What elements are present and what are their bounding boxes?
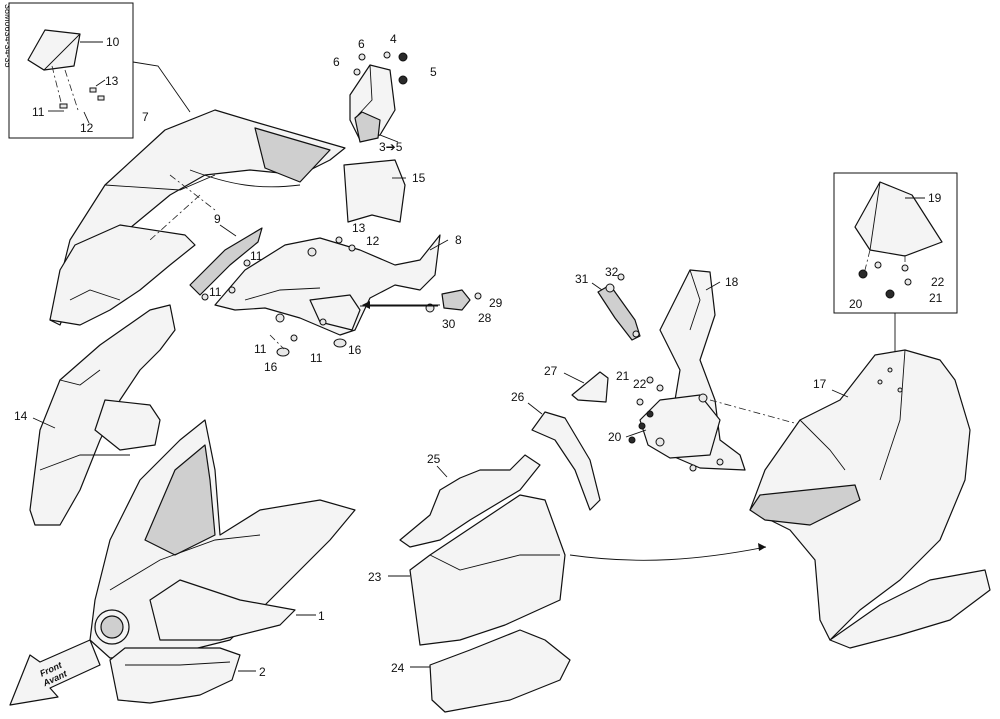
label-part-25: 25 bbox=[427, 452, 441, 466]
part-26-strip bbox=[527, 402, 601, 511]
part-9-grille bbox=[189, 224, 263, 296]
label-part-13b: 13 bbox=[352, 221, 366, 235]
label-part-6b: 6 bbox=[333, 55, 340, 69]
part-3-bracket-assembly bbox=[349, 51, 408, 143]
label-part-27: 27 bbox=[544, 364, 558, 378]
label-part-16a: 16 bbox=[264, 360, 278, 374]
part-labels: 10 13 11 12 7 6 6 4 5 3➔5 15 9 13 12 8 1… bbox=[14, 32, 945, 679]
label-part-23: 23 bbox=[368, 570, 382, 584]
part-24-lower-cover bbox=[410, 629, 571, 713]
part-15-panel bbox=[343, 159, 406, 223]
inset-right bbox=[833, 172, 958, 314]
part-1-front-fairing bbox=[89, 419, 356, 659]
part-14-side-panel bbox=[29, 304, 176, 526]
label-part-8: 8 bbox=[455, 233, 462, 247]
label-part-32: 32 bbox=[605, 265, 619, 279]
label-part-20a: 20 bbox=[608, 430, 622, 444]
label-part-21b: 21 bbox=[929, 291, 943, 305]
label-part-20b: 20 bbox=[849, 297, 863, 311]
reference-code: 38M0634-34-35 bbox=[3, 4, 13, 68]
part-7-upper-fairing bbox=[49, 109, 346, 326]
label-part-30: 30 bbox=[442, 317, 456, 331]
label-part-28: 28 bbox=[478, 311, 492, 325]
label-part-31: 31 bbox=[575, 272, 589, 286]
label-part-26: 26 bbox=[511, 390, 525, 404]
label-part-16b: 16 bbox=[348, 343, 362, 357]
label-part-9: 9 bbox=[214, 212, 221, 226]
label-part-29: 29 bbox=[489, 296, 503, 310]
label-part-11: 11 bbox=[32, 105, 45, 119]
label-part-12b: 12 bbox=[366, 234, 380, 248]
part-31-strap bbox=[591, 273, 641, 341]
label-part-15: 15 bbox=[412, 171, 426, 185]
label-part-21a: 21 bbox=[616, 369, 630, 383]
inset-top-left bbox=[8, 2, 134, 139]
inset-leader bbox=[132, 61, 191, 113]
label-part-3-5: 3➔5 bbox=[379, 140, 403, 154]
label-part-18: 18 bbox=[725, 275, 739, 289]
small-hardware bbox=[201, 236, 356, 357]
label-part-14: 14 bbox=[14, 409, 28, 423]
front-direction-arrow: Front Avant bbox=[9, 639, 101, 706]
label-part-22b: 22 bbox=[931, 275, 945, 289]
label-part-11e: 11 bbox=[310, 351, 323, 365]
part-28-clip bbox=[360, 289, 482, 313]
part-27-block bbox=[563, 371, 609, 403]
hardware-cluster-right bbox=[625, 376, 664, 444]
label-part-11b: 11 bbox=[250, 249, 263, 263]
label-part-1: 1 bbox=[318, 609, 325, 623]
label-part-13: 13 bbox=[105, 74, 119, 88]
label-part-10: 10 bbox=[106, 35, 120, 49]
label-part-17: 17 bbox=[813, 377, 827, 391]
part-17-right-fairing bbox=[749, 349, 991, 649]
label-part-2: 2 bbox=[259, 665, 266, 679]
connector-23-17 bbox=[569, 546, 767, 561]
part-18-mount bbox=[639, 269, 821, 472]
label-part-19: 19 bbox=[928, 191, 942, 205]
label-part-4: 4 bbox=[390, 32, 397, 46]
part-2-lower-piece bbox=[109, 647, 256, 704]
part-23-side-cover bbox=[388, 494, 566, 646]
label-part-7: 7 bbox=[142, 110, 149, 124]
label-part-11d: 11 bbox=[254, 342, 267, 356]
label-part-22a: 22 bbox=[633, 377, 647, 391]
label-part-11c: 11 bbox=[209, 285, 222, 299]
part-25-trim bbox=[399, 454, 541, 548]
label-part-5: 5 bbox=[430, 65, 437, 79]
label-part-24: 24 bbox=[391, 661, 405, 675]
label-part-12: 12 bbox=[80, 121, 94, 135]
label-part-6a: 6 bbox=[358, 37, 365, 51]
